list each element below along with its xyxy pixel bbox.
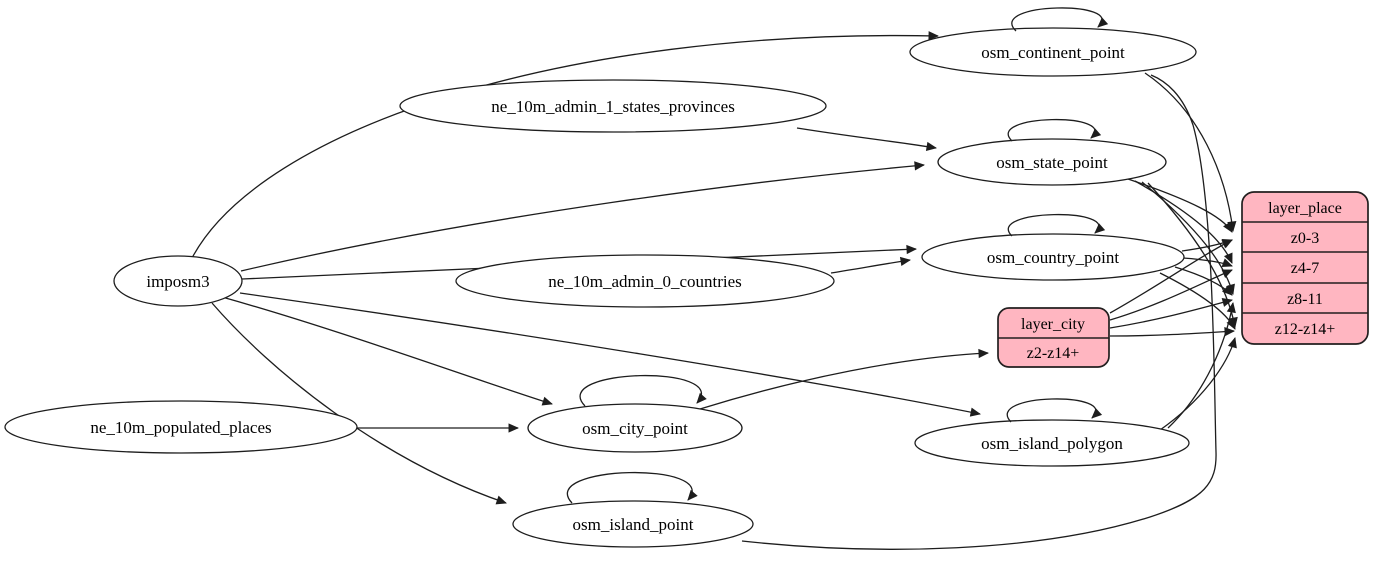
edge-imposm3-osm-island-point [211,302,507,505]
self-loop-osm-city-point [579,374,707,407]
node-osm-country-point: osm_country_point [921,233,1185,281]
edge-osm-country-point-z12-z14 [1159,272,1236,330]
osm-city-point-label: osm_city_point [582,419,688,438]
edge-layer-city-z8-11 [1109,297,1233,329]
node-ne-10m-admin-1-states-provinces: ne_10m_admin_1_states_provinces [399,79,827,133]
osm-island-point-shape [512,500,754,548]
edge-osm-country-point-z4-7 [1182,257,1233,268]
self-loop-osm-continent-point [1011,7,1109,32]
layer-place-row-z12-z14: z12-z14+ [1275,321,1336,338]
edge-imposm3-osm-city-point [221,296,553,406]
record-layer-city: layer_city z2-z14+ [997,307,1110,368]
osm-country-point-label: osm_country_point [987,248,1119,267]
edge-osm-country-point-z8-11 [1174,266,1233,296]
imposm3-label: imposm3 [146,272,209,291]
layer-city-row-z2-z14: z2-z14+ [1027,345,1080,362]
node-ne-10m-admin-0-countries: ne_10m_admin_0_countries [455,254,835,308]
edge-ne-10m-admin-1-osm-state-point [796,127,937,152]
ne-10m-admin-1-shape [399,79,827,133]
ne-10m-populated-places-shape [4,400,358,454]
edge-imposm3-osm-continent-point [191,31,939,259]
layer-place-box [1241,191,1369,345]
node-ne-10m-populated-places: ne_10m_populated_places [4,400,358,454]
node-osm-state-point: osm_state_point [937,138,1167,186]
edge-osm-state-point-z0-3 [1127,178,1233,233]
ne-10m-admin-1-label: ne_10m_admin_1_states_provinces [491,97,735,116]
self-loops-layer [566,7,1109,504]
self-loop-osm-island-polygon [1006,398,1103,423]
layer-place-row-z0-3: z0-3 [1291,230,1319,247]
osm-city-point-shape [527,403,743,453]
self-loop-osm-island-point [566,471,698,504]
osm-continent-point-shape [909,27,1197,77]
edge-imposm3-osm-island-polygon [239,292,981,417]
node-imposm3: imposm3 [113,255,243,307]
osm-state-point-label: osm_state_point [996,153,1108,172]
edge-layer-city-z4-7 [1109,269,1233,321]
edge-osm-state-point-z8-11 [1141,181,1235,295]
imposm3-shape [113,255,243,307]
osm-island-point-label: osm_island_point [573,515,694,534]
ne-10m-populated-places-label: ne_10m_populated_places [90,418,271,437]
node-osm-island-point: osm_island_point [512,500,754,548]
edge-osm-island-polygon-z12-z14 [1159,337,1237,431]
edge-osm-city-point-layer-city [699,348,989,410]
layer-city-title: layer_city [1021,316,1085,333]
layer-place-row-z4-7: z4-7 [1291,260,1319,277]
edge-osm-country-point-z0-3 [1181,238,1233,252]
record-layer-place: layer_place z0-3 z4-7 z8-11 z12-z14+ [1241,191,1369,345]
osm-island-polygon-shape [914,419,1190,467]
edge-osm-continent-point-z0-3 [1144,72,1237,232]
ne-10m-admin-0-shape [455,254,835,308]
node-osm-continent-point: osm_continent_point [909,27,1197,77]
edges-layer [191,31,1238,550]
edge-osm-island-point-z12-z14-long-route [741,74,1217,550]
osm-country-point-shape [921,233,1185,281]
edge-layer-city-z12-z14 [1109,326,1235,337]
node-osm-island-polygon: osm_island_polygon [914,419,1190,467]
osm-continent-point-label: osm_continent_point [981,43,1125,62]
layer-place-row-z8-11: z8-11 [1287,291,1323,308]
self-loop-osm-state-point [1007,118,1102,142]
layer-place-title: layer_place [1268,200,1342,217]
self-loop-osm-country-point [1007,213,1106,237]
osm-island-polygon-label: osm_island_polygon [981,434,1123,453]
edge-ne-10m-admin-0-osm-country-point [830,256,911,274]
edge-imposm3-osm-state-point [240,161,925,272]
osm-state-point-shape [937,138,1167,186]
node-osm-city-point: osm_city_point [527,403,743,453]
ne-10m-admin-0-label: ne_10m_admin_0_countries [548,272,742,291]
